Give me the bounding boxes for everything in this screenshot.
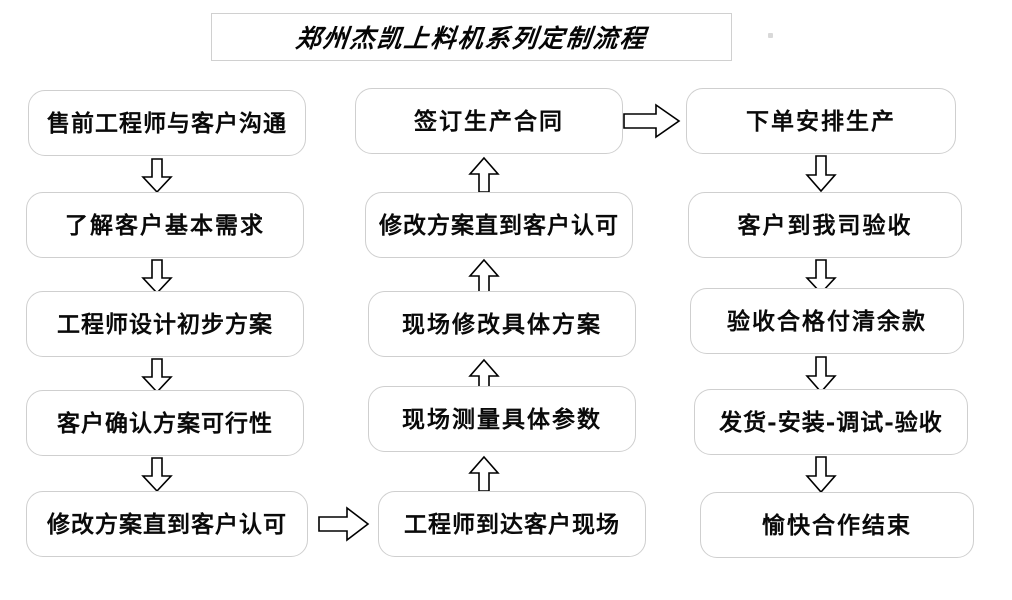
node-l5-label: 修改方案直到客户认可 xyxy=(47,510,287,538)
node-m2-label: 修改方案直到客户认可 xyxy=(379,211,619,239)
arrow-down-icon-r4-r5 xyxy=(804,456,838,494)
image-artifact-speck xyxy=(768,33,773,38)
node-m2[interactable]: 修改方案直到客户认可 xyxy=(365,192,633,258)
node-l4[interactable]: 客户确认方案可行性 xyxy=(26,390,304,456)
node-r5[interactable]: 愉快合作结束 xyxy=(700,492,974,558)
node-m4[interactable]: 现场测量具体参数 xyxy=(368,386,636,452)
node-m1[interactable]: 签订生产合同 xyxy=(355,88,623,154)
node-l1-label: 售前工程师与客户沟通 xyxy=(47,109,287,137)
arrow-down-icon-r2-r3 xyxy=(804,259,838,295)
node-r3[interactable]: 验收合格付清余款 xyxy=(690,288,964,354)
node-r1-label: 下单安排生产 xyxy=(746,107,896,135)
node-r4[interactable]: 发货-安装-调试-验收 xyxy=(694,389,968,455)
node-l5[interactable]: 修改方案直到客户认可 xyxy=(26,491,308,557)
node-r4-label: 发货-安装-调试-验收 xyxy=(719,408,943,436)
arrow-right-icon-l5-m5 xyxy=(318,506,370,542)
arrow-up-icon-m5-m4 xyxy=(467,455,501,493)
node-r5-label: 愉快合作结束 xyxy=(762,511,912,539)
arrow-down-icon-l1-l2 xyxy=(140,158,174,194)
node-r1[interactable]: 下单安排生产 xyxy=(686,88,956,154)
node-l2[interactable]: 了解客户基本需求 xyxy=(26,192,304,258)
node-l3[interactable]: 工程师设计初步方案 xyxy=(26,291,304,357)
arrow-down-icon-r3-r4 xyxy=(804,356,838,394)
arrow-down-icon-l2-l3 xyxy=(140,259,174,295)
arrow-up-icon-m2-m1 xyxy=(467,156,501,194)
node-m5[interactable]: 工程师到达客户现场 xyxy=(378,491,646,557)
arrow-down-icon-r1-r2 xyxy=(804,155,838,193)
arrow-down-icon-l3-l4 xyxy=(140,358,174,394)
node-r2-label: 客户到我司验收 xyxy=(737,211,913,239)
node-r3-label: 验收合格付清余款 xyxy=(727,307,927,335)
node-m5-label: 工程师到达客户现场 xyxy=(404,510,620,538)
node-m3-label: 现场修改具体方案 xyxy=(402,310,602,338)
arrow-down-icon-l4-l5 xyxy=(140,457,174,493)
node-r2[interactable]: 客户到我司验收 xyxy=(688,192,962,258)
node-m4-label: 现场测量具体参数 xyxy=(402,405,602,433)
node-l1[interactable]: 售前工程师与客户沟通 xyxy=(28,90,306,156)
diagram-title-box: 郑州杰凯上料机系列定制流程 xyxy=(211,13,732,61)
arrow-right-icon-m1-r1 xyxy=(623,103,681,139)
diagram-title-text: 郑州杰凯上料机系列定制流程 xyxy=(294,24,649,53)
node-l4-label: 客户确认方案可行性 xyxy=(57,409,273,437)
node-m3[interactable]: 现场修改具体方案 xyxy=(368,291,636,357)
node-l3-label: 工程师设计初步方案 xyxy=(57,310,273,338)
node-l2-label: 了解客户基本需求 xyxy=(65,211,265,239)
node-m1-label: 签订生产合同 xyxy=(414,107,564,135)
